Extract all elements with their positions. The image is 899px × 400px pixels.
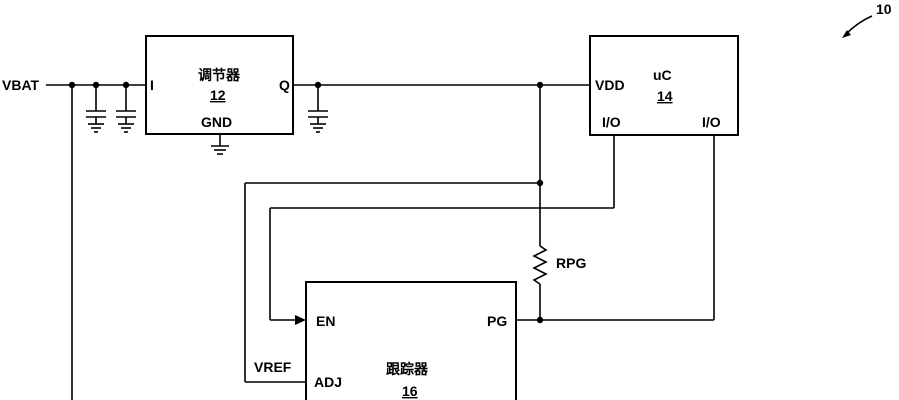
- figure-ref-arrow-head: [842, 30, 851, 38]
- enable-wire: [269, 135, 615, 325]
- en-arrow-icon: [295, 315, 306, 325]
- microcontroller-box: [589, 35, 739, 136]
- pg-junction: [536, 316, 544, 324]
- tracker-block: 跟踪器 16 EN PG ADJ: [305, 281, 517, 400]
- tracker-name: 跟踪器: [386, 361, 429, 377]
- vbat-junction: [68, 81, 76, 89]
- regulator-pin-out: Q: [279, 77, 290, 93]
- figure-ref-label: 10: [876, 1, 892, 17]
- regulator-block: 调节器 12 I Q GND: [145, 35, 294, 135]
- microcontroller-block: uC 14 VDD I/O I/O: [589, 35, 739, 136]
- power-good-wire: [516, 135, 715, 324]
- vdd-branch: [244, 85, 544, 383]
- regulator-box: [145, 35, 294, 135]
- tracker-pin-adj: ADJ: [314, 374, 342, 390]
- regulator-pin-in: I: [150, 77, 154, 93]
- microcontroller-name: uC: [653, 67, 672, 83]
- microcontroller-ref: 14: [657, 88, 673, 104]
- microcontroller-pin-io-left: I/O: [602, 114, 621, 130]
- tracker-box: [305, 281, 517, 400]
- input-capacitor-2: [116, 85, 136, 133]
- figure-ref-arrow-line: [845, 15, 873, 35]
- microcontroller-pin-io-right: I/O: [702, 114, 721, 130]
- regulator-ref: 12: [210, 87, 226, 103]
- regulator-ground-icon: [211, 134, 229, 155]
- output-capacitor: [308, 85, 328, 133]
- input-capacitor-1: [86, 85, 106, 133]
- regulator-name: 调节器: [198, 67, 241, 83]
- regulator-pin-gnd: GND: [201, 114, 232, 130]
- tracker-ref: 16: [402, 383, 418, 399]
- vbat-net: VBAT: [2, 77, 146, 400]
- resistor-zigzag: [532, 245, 548, 285]
- rpg-resistor: RPG: [532, 245, 586, 320]
- figure-reference: 10: [842, 1, 892, 38]
- regulated-rail: [293, 81, 590, 89]
- rpg-label: RPG: [556, 255, 586, 271]
- vref-label: VREF: [254, 359, 292, 375]
- vbat-label: VBAT: [2, 77, 40, 93]
- tracker-pin-pg: PG: [487, 313, 507, 329]
- tracker-pin-en: EN: [316, 313, 335, 329]
- microcontroller-pin-vdd: VDD: [595, 77, 625, 93]
